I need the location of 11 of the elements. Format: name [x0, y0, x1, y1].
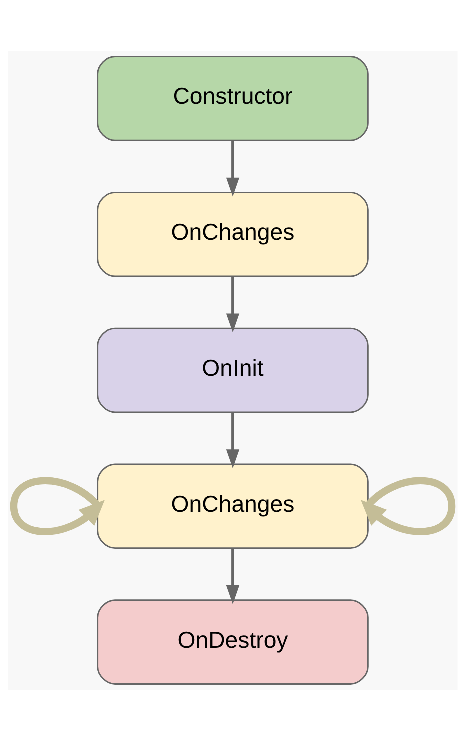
node-box: OnDestroy: [97, 599, 369, 684]
node-box: Constructor: [97, 56, 369, 141]
node-box: OnChanges: [97, 191, 369, 277]
node-box: OnChanges: [97, 463, 369, 549]
arrow: [361, 476, 456, 535]
arrow: [10, 476, 105, 535]
arrow: [226, 140, 240, 196]
arrow: [226, 412, 240, 468]
arrow: [226, 548, 240, 604]
arrow: [226, 276, 240, 332]
node-box: OnInit: [97, 327, 369, 413]
